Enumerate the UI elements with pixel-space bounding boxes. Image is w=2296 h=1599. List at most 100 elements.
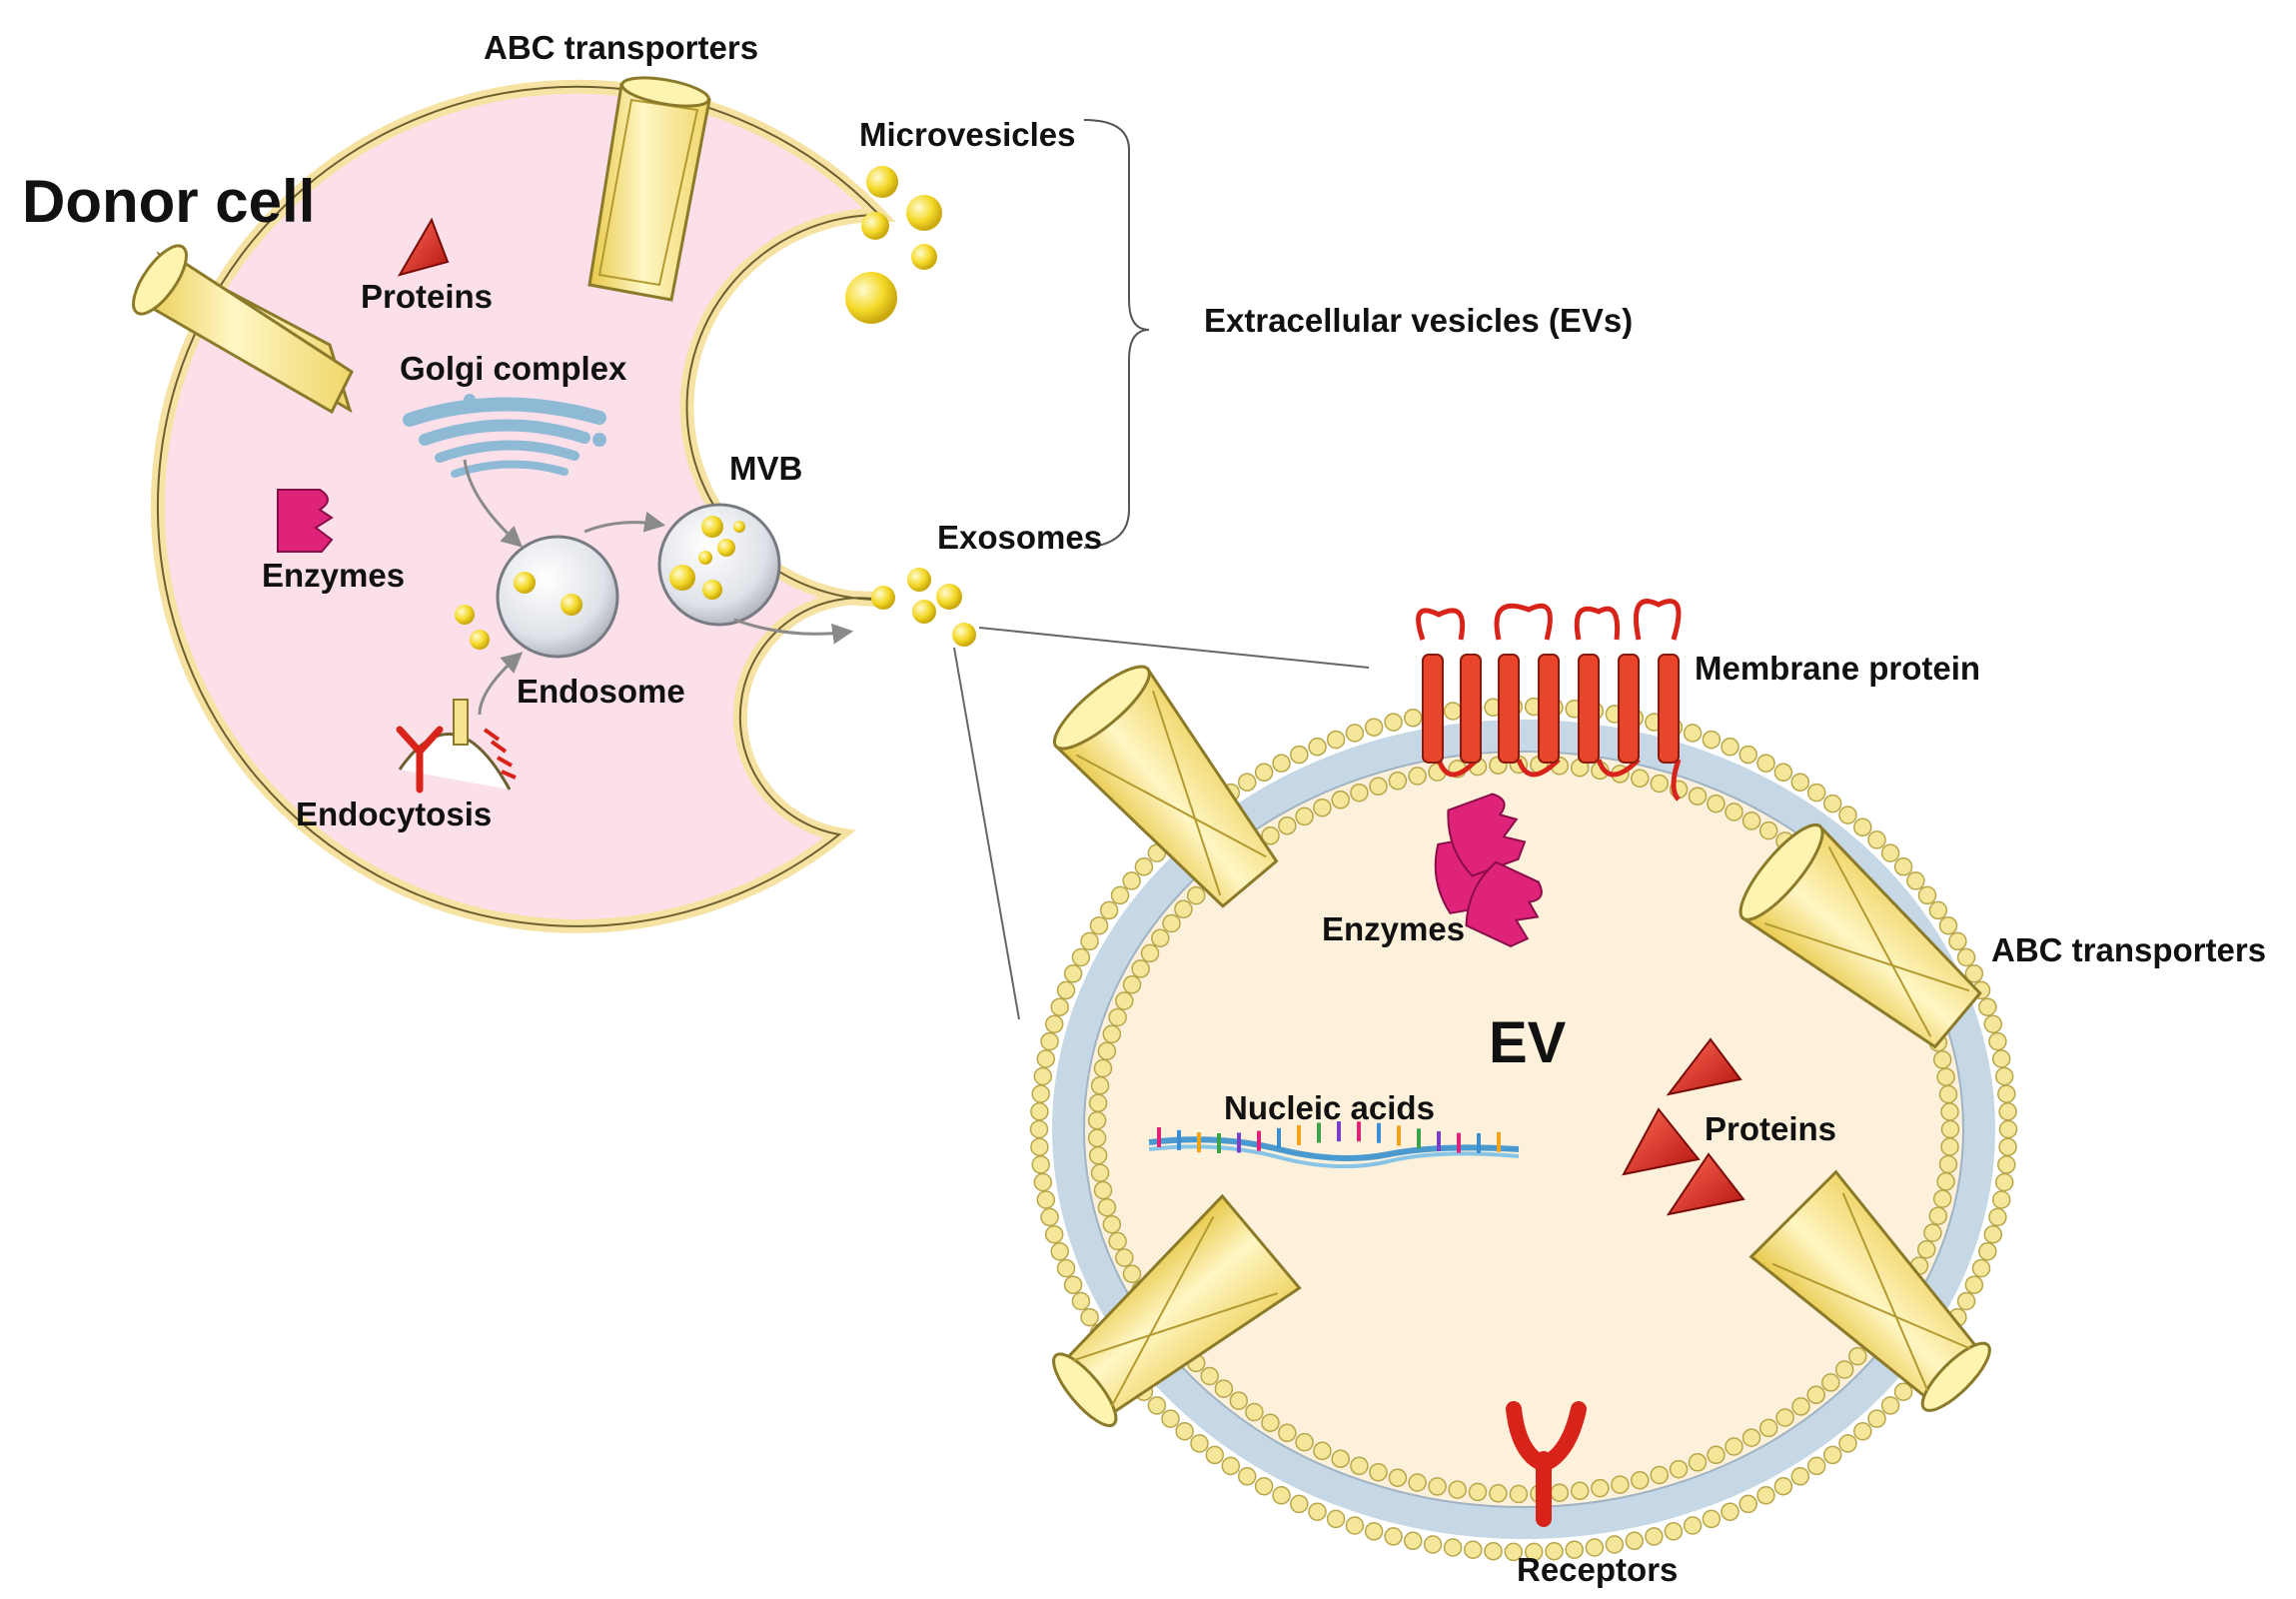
lipid-head xyxy=(1088,1145,1108,1165)
lipid-head xyxy=(1545,1541,1564,1561)
lipid-head xyxy=(1956,947,1976,967)
abc-transporter-ev-bottom-left xyxy=(1052,1193,1302,1428)
lipid-head xyxy=(1221,1456,1241,1476)
label-receptors: Receptors xyxy=(1517,1551,1678,1588)
lipid-head xyxy=(1664,1522,1684,1541)
lipid-head xyxy=(1738,745,1757,765)
lipid-head xyxy=(1278,1423,1297,1443)
lipid-head xyxy=(1940,1137,1959,1156)
lipid-head xyxy=(1295,1432,1314,1452)
lipid-head xyxy=(1524,1542,1544,1562)
lipid-head xyxy=(1261,1413,1280,1432)
lipid-head xyxy=(1936,1067,1955,1086)
lipid-head xyxy=(1122,975,1142,994)
lipid-head xyxy=(1056,1258,1076,1278)
lipid-head xyxy=(1550,1483,1570,1502)
lipid-head xyxy=(1822,1445,1842,1465)
lipid-head xyxy=(1791,1397,1810,1416)
lipid-bilayer xyxy=(1029,697,2018,1562)
lipid-head xyxy=(1880,843,1900,862)
lipid-head xyxy=(1036,1190,1056,1209)
lipid-head xyxy=(1756,1486,1775,1505)
lipid-head xyxy=(1998,1119,2018,1139)
lipid-head xyxy=(1688,787,1708,805)
lipid-head xyxy=(1102,1214,1122,1234)
lipid-head xyxy=(1834,1360,1854,1379)
lipid-head xyxy=(1591,1478,1610,1498)
label-enzymes-ev: Enzymes xyxy=(1322,910,1465,947)
lipid-head xyxy=(1983,1224,2003,1244)
membrane-protein-helices xyxy=(1422,654,1680,764)
lipid-head xyxy=(1080,1307,1099,1327)
label-mvb: MVB xyxy=(729,450,802,487)
lipid-head xyxy=(1443,1538,1463,1557)
lipid-head xyxy=(1867,1409,1886,1428)
lipid-head xyxy=(1724,802,1743,821)
lipid-head xyxy=(1806,1385,1825,1404)
lipid-head xyxy=(1790,1467,1810,1486)
lipid-head xyxy=(1364,1522,1384,1541)
membrane-helix xyxy=(1538,654,1560,764)
lipid-head xyxy=(1948,931,1967,951)
lipid-head xyxy=(1122,871,1141,890)
lipid-head xyxy=(1403,1531,1423,1551)
lipid-head xyxy=(1122,1264,1142,1283)
lipid-head xyxy=(1775,1408,1794,1427)
lipid-head xyxy=(1998,1137,2017,1156)
nucleic-acid-icon xyxy=(1148,1121,1520,1169)
lipid-head xyxy=(1428,1477,1447,1496)
lipid-head xyxy=(1278,815,1297,835)
lipid-head xyxy=(1880,1396,1900,1415)
label-endosome: Endosome xyxy=(517,673,685,710)
arrow-golgi-to-endosome xyxy=(463,459,524,548)
lipid-head xyxy=(1936,1172,1955,1191)
lipid-head xyxy=(1932,1189,1952,1208)
lipid-head xyxy=(1964,1275,1984,1294)
arrow-endosome-to-mvb xyxy=(583,511,666,534)
lipid-head xyxy=(1229,1391,1249,1410)
lipid-head xyxy=(1853,1421,1872,1441)
lipid-head xyxy=(1468,1482,1488,1502)
arrow-endocytosis-to-endosome xyxy=(478,652,524,716)
lipid-head xyxy=(1940,1119,1960,1139)
lipid-head xyxy=(1991,1049,2011,1068)
lipid-head xyxy=(1040,1031,1059,1051)
lipid-head xyxy=(1738,1494,1757,1514)
lipid-head xyxy=(1806,783,1826,802)
lipid-head xyxy=(1033,1172,1053,1192)
lipid-head xyxy=(1089,915,1109,935)
lipid-head xyxy=(1964,964,1984,983)
lipid-head xyxy=(1669,1459,1689,1479)
lipid-head xyxy=(1097,1197,1117,1217)
lipid-head xyxy=(1893,1382,1913,1401)
lipid-head xyxy=(1080,931,1099,951)
lipid-head xyxy=(1063,964,1083,983)
lipid-head xyxy=(1631,1470,1650,1490)
lipid-head xyxy=(1308,738,1327,757)
endocytosis-pit xyxy=(396,699,517,794)
lipid-head xyxy=(1295,806,1314,826)
lipid-head xyxy=(1056,980,1076,1000)
lipid-head xyxy=(1650,774,1670,794)
lipid-head xyxy=(1932,1050,1952,1069)
lipid-head xyxy=(1928,1206,1948,1225)
lipid-head xyxy=(1448,1480,1467,1499)
lipid-head xyxy=(1721,738,1739,757)
lipid-head xyxy=(1099,900,1119,920)
label-endocytosis: Endocytosis xyxy=(296,796,492,832)
lipid-head xyxy=(1408,1473,1427,1492)
lipid-head xyxy=(1134,857,1154,876)
abc-transporter-ev-right xyxy=(1738,822,1982,1049)
lipid-head xyxy=(1971,1258,1991,1278)
microvesicles xyxy=(845,166,942,324)
abc-transporter-donor-left xyxy=(132,244,354,415)
lipid-head xyxy=(1570,1481,1590,1501)
lipid-head xyxy=(1994,1066,2014,1086)
lipid-head xyxy=(1214,1379,1234,1398)
lipid-head xyxy=(1806,1456,1826,1476)
ev-lumen xyxy=(1083,751,1964,1508)
enzyme-icon xyxy=(1447,793,1527,877)
lipid-head xyxy=(1326,1509,1346,1529)
lipid-head xyxy=(1331,791,1350,809)
lipid-head xyxy=(1308,1502,1327,1521)
